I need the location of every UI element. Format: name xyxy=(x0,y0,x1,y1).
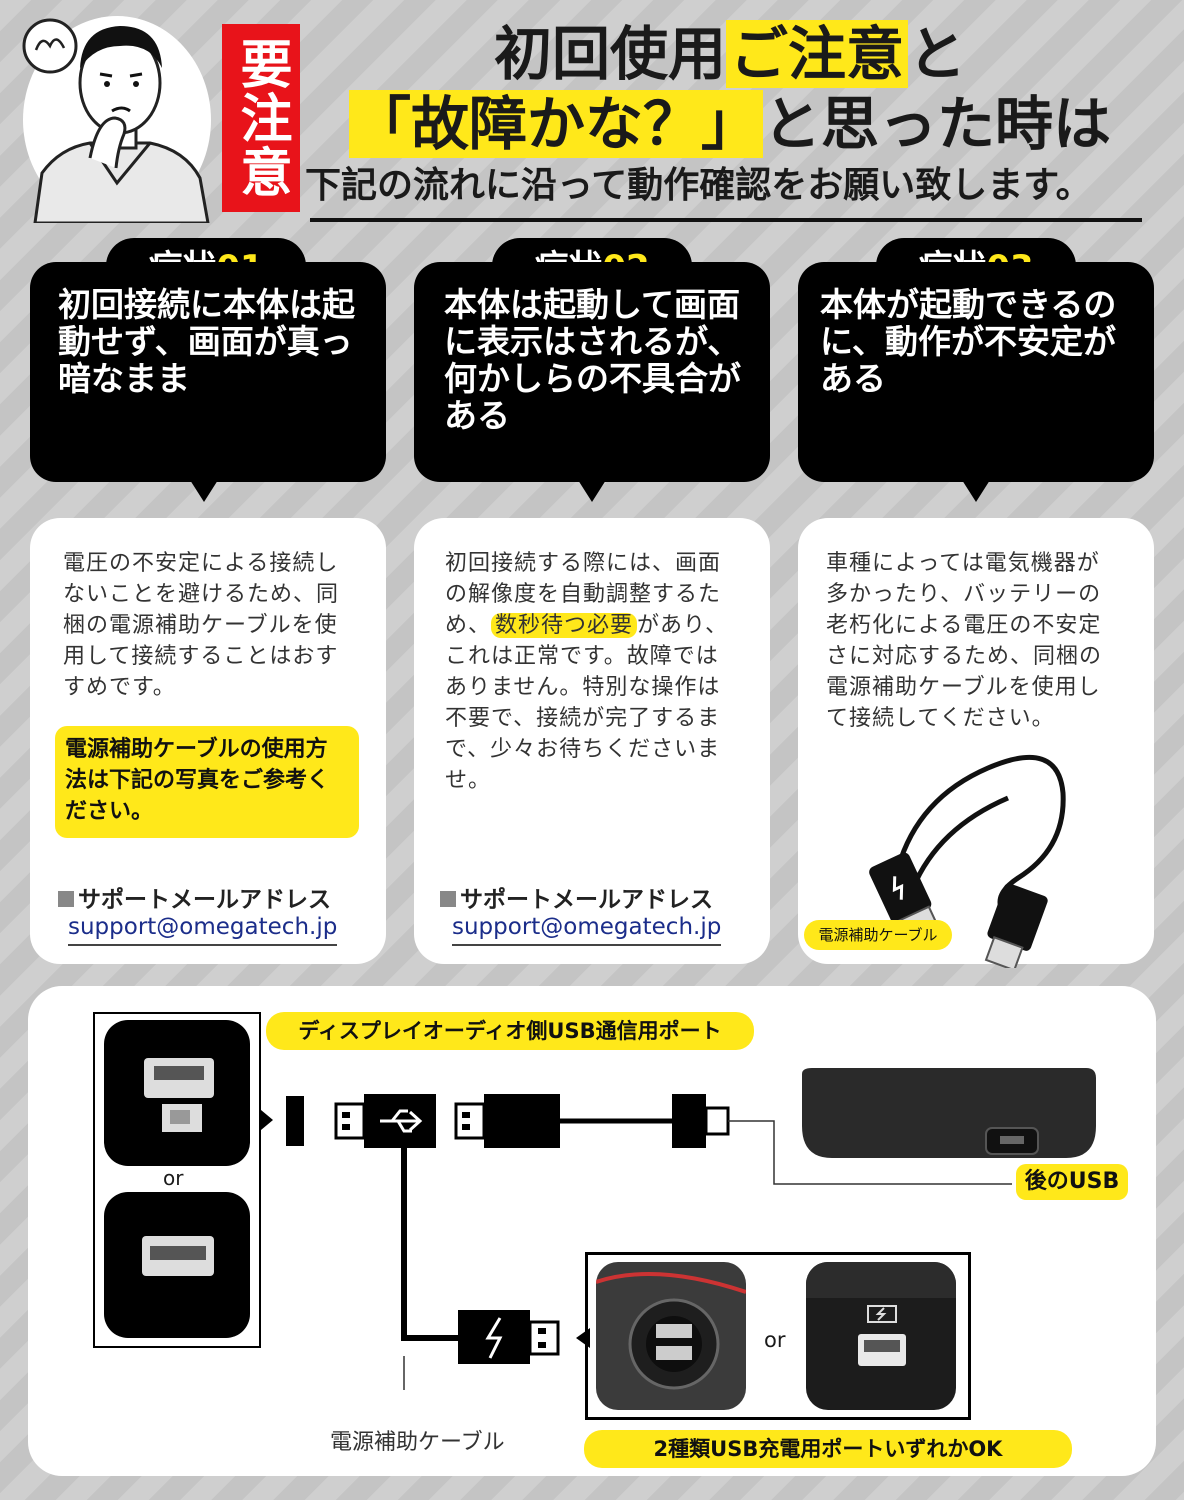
symptom-card-2: 初回接続する際には、画面の解像度を自動調整するため、数秒待つ必要があり、これは正… xyxy=(414,518,770,964)
display-port-label: ディスプレイオーディオ側USB通信用ポート xyxy=(266,1012,754,1050)
symptom-box-1: 初回接続に本体は起動せず、画面が真っ暗なまま xyxy=(30,262,386,482)
charge-port-frame xyxy=(585,1252,971,1420)
card-2-text-pre: 初回接続する際には、画面の解像度を自動調整するため、 xyxy=(445,551,722,638)
support-label-text: サポートメールアドレス xyxy=(460,887,713,913)
support-label-1: サポートメールアドレス xyxy=(58,880,331,914)
card-2-text-post: があり、これは正常です。故障ではありません。特別な操作は不要で、接続が完了するま… xyxy=(445,613,729,793)
headline-subtitle: 下記の流れに沿って動作確認をお願い致します。 xyxy=(305,165,1092,206)
symptom-card-1: 電圧の不安定による接続しないことを避けるため、同梱の電源補助ケーブルを使用して接… xyxy=(30,518,386,964)
pointer-arrow-right xyxy=(261,1110,273,1130)
symptom-arrow-2 xyxy=(578,480,606,502)
usb-port-photo-2 xyxy=(104,1192,250,1338)
power-cable-caption: 電源補助ケーブル xyxy=(330,1430,505,1455)
headline-underline xyxy=(310,218,1142,222)
car-charger-photo xyxy=(596,1262,746,1410)
support-label-text: サポートメールアドレス xyxy=(78,887,331,913)
usb-port-photo-1 xyxy=(104,1020,250,1166)
square-bullet-icon xyxy=(58,891,74,907)
display-port-frame xyxy=(93,1012,261,1348)
headline-line1: 初回使用ご注意と xyxy=(300,18,1160,90)
card-2-text-highlight: 数秒待つ必要 xyxy=(491,613,638,638)
worried-man-illustration xyxy=(20,8,215,225)
symptom-arrow-3 xyxy=(962,480,990,502)
display-device-photo xyxy=(796,1066,1100,1164)
card-1-text: 電圧の不安定による接続しないことを避けるため、同梱の電源補助ケーブルを使用して接… xyxy=(63,551,340,700)
symptom-box-2: 本体は起動して画面に表示はされるが、何かしらの不具合がある xyxy=(414,262,770,482)
rear-usb-label: 後のUSB xyxy=(1016,1164,1128,1200)
headline-line2-post: と思った時は xyxy=(763,90,1112,158)
usb-charge-port-photo xyxy=(806,1262,956,1410)
headline-line2: 「故障かな？」と思った時は xyxy=(300,88,1160,160)
support-label-2: サポートメールアドレス xyxy=(440,880,713,914)
warning-badge: 要注意 xyxy=(222,24,300,212)
or-label-1: or xyxy=(163,1166,184,1190)
symptom-arrow-1 xyxy=(190,480,218,502)
square-bullet-icon xyxy=(440,891,456,907)
card-3-text: 車種によっては電気機器が多かったり、バッテリーの老朽化による電圧の不安定さに対応… xyxy=(826,551,1103,731)
headline-line1-post: と xyxy=(908,20,967,88)
support-email-link-1[interactable]: support@omegatech.jp xyxy=(68,914,338,946)
headline-line2-highlight: 「故障かな？」 xyxy=(348,90,763,158)
power-cable-label: 電源補助ケーブル xyxy=(804,920,952,950)
symptom-box-3: 本体が起動できるのに、動作が不安定がある xyxy=(798,262,1154,482)
or-label-2: or xyxy=(764,1328,786,1352)
card-2-text: 初回接続する際には、画面の解像度を自動調整するため、数秒待つ必要があり、これは正… xyxy=(445,548,737,796)
usb-cable-diagram xyxy=(280,1060,1060,1408)
headline-line1-pre: 初回使用 xyxy=(493,20,726,88)
support-email-link-2[interactable]: support@omegatech.jp xyxy=(452,914,722,946)
card-1-note: 電源補助ケーブルの使用方法は下記の写真をご参考ください。 xyxy=(55,726,359,838)
headline-line1-highlight: ご注意 xyxy=(725,20,908,88)
warning-badge-text: 要注意 xyxy=(231,37,291,199)
charge-port-label: 2種類USB充電用ポートいずれかOK xyxy=(584,1430,1072,1468)
symptom-card-3: 車種によっては電気機器が多かったり、バッテリーの老朽化による電圧の不安定さに対応… xyxy=(798,518,1154,972)
